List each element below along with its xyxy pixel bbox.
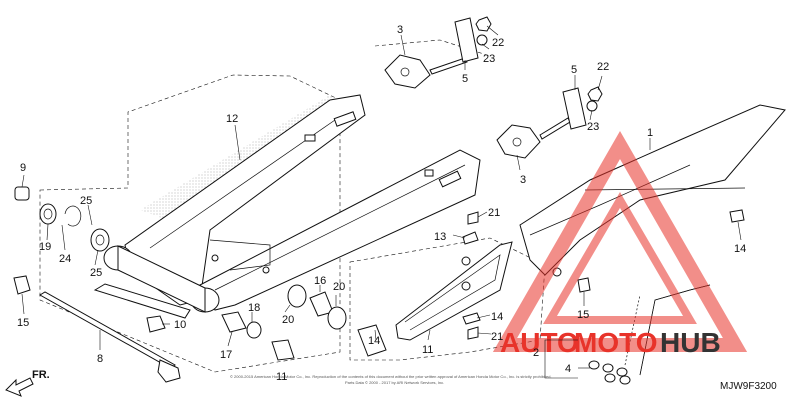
watermark-word-hub: HUB bbox=[660, 327, 721, 358]
callout-25: 25 bbox=[80, 195, 92, 207]
watermark-word-auto: AUTO bbox=[500, 327, 579, 358]
callout-11: 13 bbox=[434, 231, 446, 243]
pivot-bolt bbox=[39, 291, 181, 383]
copyright-line-1: © 2000-2015 American Honda Motor Co., In… bbox=[230, 374, 552, 379]
leader-lines bbox=[21, 25, 742, 379]
bushings-center bbox=[221, 284, 387, 361]
copyright-line-2: Parts Data © 2000 - 2017 by ARI Network … bbox=[345, 380, 444, 385]
callout-14: 15 bbox=[577, 309, 589, 321]
callout-2: 2 bbox=[533, 347, 539, 359]
callout-25: 25 bbox=[90, 267, 102, 279]
direction-label: FR. bbox=[32, 369, 50, 381]
callout-16: 16 bbox=[314, 275, 326, 287]
callout-21: 21 bbox=[491, 331, 503, 343]
callout-18: 18 bbox=[248, 302, 260, 314]
chain-joint-kit bbox=[588, 360, 631, 385]
swingarm bbox=[103, 94, 481, 313]
diagram-code: MJW9F3200 bbox=[720, 381, 777, 392]
callout-10: 11 bbox=[422, 344, 433, 356]
callout-13: 14 bbox=[368, 335, 380, 347]
callout-5: 5 bbox=[462, 73, 468, 85]
rubber-blocks bbox=[454, 17, 587, 130]
callout-1: 1 bbox=[647, 127, 653, 139]
callout-12: 12 bbox=[226, 113, 238, 125]
watermark-word-moto: MOTO bbox=[574, 327, 657, 358]
callout-4: 4 bbox=[565, 363, 571, 375]
callout-9: 11 bbox=[276, 371, 287, 383]
callout-20: 20 bbox=[282, 314, 294, 326]
callout-3: 3 bbox=[397, 24, 403, 36]
callout-8: 10 bbox=[174, 319, 186, 331]
callout-7: 9 bbox=[20, 162, 26, 174]
watermark-text: AUTO MOTO HUB bbox=[500, 327, 721, 358]
callout-5: 5 bbox=[571, 64, 577, 76]
callout-19: 19 bbox=[39, 241, 51, 253]
chain-adjusters bbox=[384, 54, 571, 159]
callouts: 3 3 5 5 22 22 23 23 1 12 9 25 25 19 24 1… bbox=[17, 24, 746, 383]
callout-22: 22 bbox=[492, 37, 504, 49]
callout-23: 23 bbox=[483, 53, 495, 65]
callout-3: 3 bbox=[520, 174, 526, 186]
callout-21: 21 bbox=[488, 207, 500, 219]
callout-14: 14 bbox=[734, 243, 746, 255]
callout-15: 15 bbox=[17, 317, 29, 329]
callout-11: 14 bbox=[491, 311, 503, 323]
chain-slider bbox=[395, 241, 513, 341]
screws-bolts bbox=[462, 209, 745, 340]
callout-24: 24 bbox=[59, 253, 71, 265]
callout-6: 8 bbox=[97, 353, 103, 365]
callout-17: 17 bbox=[220, 349, 232, 361]
callout-20: 20 bbox=[333, 281, 345, 293]
callout-22: 22 bbox=[597, 61, 609, 73]
callout-23: 23 bbox=[587, 121, 599, 133]
front-direction-indicator: FR. bbox=[5, 369, 50, 397]
watermark bbox=[492, 130, 748, 352]
arrow-icon bbox=[5, 377, 34, 397]
nuts-washers bbox=[475, 16, 603, 112]
